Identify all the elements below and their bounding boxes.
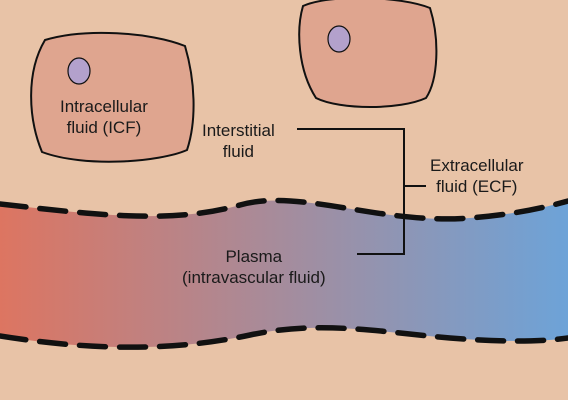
nucleus-left [67, 57, 91, 85]
label-icf-line1: Intracellular [60, 97, 148, 116]
label-ecf: Extracellular fluid (ECF) [430, 155, 524, 197]
label-plasma-line2: (intravascular fluid) [182, 268, 326, 287]
nucleus-right [327, 25, 351, 53]
interstitial-leader-line [297, 128, 405, 255]
blood-vessel [0, 200, 568, 348]
vessel-wall-upper [0, 197, 568, 222]
label-icf-line2: fluid (ICF) [66, 118, 142, 137]
cell-right [298, 0, 438, 108]
label-interstitial-line2: fluid [222, 142, 254, 161]
label-plasma-line1: Plasma [225, 247, 283, 266]
label-ecf-line2: fluid (ECF) [436, 177, 518, 196]
label-plasma: Plasma (intravascular fluid) [182, 246, 326, 288]
label-interstitial: Interstitial fluid [202, 120, 275, 162]
label-icf: Intracellular fluid (ICF) [60, 96, 148, 138]
vessel-wall-lower [0, 325, 568, 350]
label-interstitial-line1: Interstitial [202, 121, 275, 140]
label-ecf-line1: Extracellular [430, 156, 524, 175]
